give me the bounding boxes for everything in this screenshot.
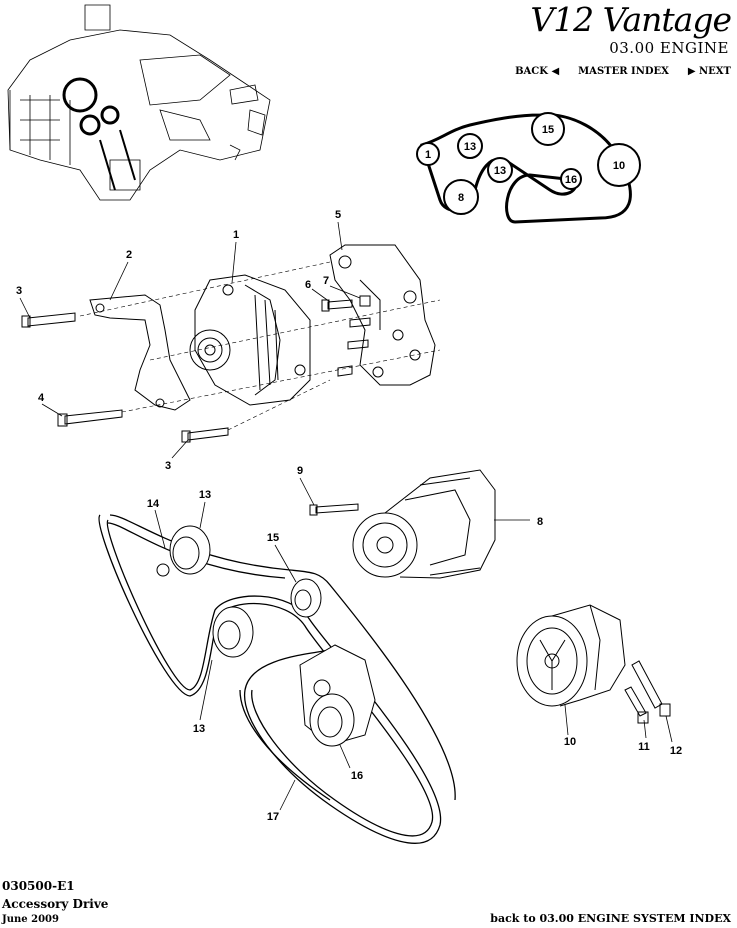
document-date: June 2009 bbox=[2, 914, 59, 925]
routing-pulley-13-upper bbox=[457, 133, 483, 159]
alignment-lines bbox=[79, 261, 441, 431]
section-title: 03.00 ENGINE bbox=[609, 39, 729, 57]
callout-1: 1 bbox=[233, 229, 239, 241]
callout-9: 9 bbox=[297, 465, 303, 477]
navigation-bar: BACK ◀ MASTER INDEX ▶ NEXT bbox=[515, 66, 731, 77]
next-link[interactable]: ▶ NEXT bbox=[687, 66, 731, 77]
brand-logo: V12 Vantage bbox=[530, 0, 732, 39]
bolts bbox=[21, 295, 671, 724]
routing-label-13-upper: 13 bbox=[464, 141, 476, 153]
routing-label-1: 1 bbox=[425, 149, 431, 161]
routing-label-10: 10 bbox=[613, 160, 625, 172]
callout-17: 17 bbox=[267, 811, 279, 823]
routing-label-16: 16 bbox=[565, 174, 577, 186]
callout-3-top: 3 bbox=[16, 285, 22, 297]
compressor-assembly bbox=[352, 469, 496, 579]
callout-13-bottom: 13 bbox=[193, 723, 205, 735]
callout-6: 6 bbox=[305, 279, 311, 291]
routing-label-13-lower: 13 bbox=[494, 165, 506, 177]
routing-pulley-13-lower bbox=[487, 157, 513, 183]
back-link[interactable]: BACK ◀ bbox=[515, 66, 560, 77]
routing-label-8: 8 bbox=[458, 192, 464, 204]
callout-12: 12 bbox=[670, 745, 682, 757]
callout-16: 16 bbox=[351, 770, 363, 782]
routing-pulley-1 bbox=[416, 142, 440, 166]
routing-label-15: 15 bbox=[542, 124, 554, 136]
routing-pulley-15 bbox=[531, 112, 565, 146]
callout-4: 4 bbox=[38, 392, 45, 404]
callout-3-bottom: 3 bbox=[165, 460, 171, 472]
callout-15: 15 bbox=[267, 532, 279, 544]
serpentine-belt bbox=[98, 514, 456, 844]
document-code: 030500-E1 bbox=[2, 879, 75, 893]
next-label: NEXT bbox=[699, 66, 731, 77]
callout-13-top: 13 bbox=[199, 489, 211, 501]
routing-pulley-10 bbox=[597, 143, 641, 187]
leader-lines bbox=[19, 221, 673, 811]
document-name: Accessory Drive bbox=[2, 897, 109, 911]
master-index-link[interactable]: MASTER INDEX bbox=[578, 66, 669, 77]
back-label: BACK bbox=[515, 66, 548, 77]
callout-2: 2 bbox=[126, 249, 132, 261]
support-bracket-2 bbox=[89, 294, 191, 411]
routing-pulley-16 bbox=[560, 168, 582, 190]
callout-8: 8 bbox=[537, 516, 543, 528]
belt-pulleys bbox=[156, 525, 376, 747]
callout-11: 11 bbox=[638, 741, 650, 753]
routing-pulley-8 bbox=[443, 179, 479, 215]
callout-14: 14 bbox=[147, 498, 160, 510]
callout-7: 7 bbox=[323, 275, 329, 287]
mounting-bracket-5 bbox=[329, 244, 436, 386]
engine-thumbnail bbox=[7, 4, 271, 201]
callout-10: 10 bbox=[564, 736, 576, 748]
callout-5: 5 bbox=[335, 209, 341, 221]
alternator-assembly bbox=[189, 274, 311, 406]
back-to-system-index-link[interactable]: back to 03.00 ENGINE SYSTEM INDEX bbox=[490, 912, 731, 925]
power-steering-pump bbox=[516, 604, 626, 707]
belt-routing-diagram bbox=[416, 112, 641, 224]
